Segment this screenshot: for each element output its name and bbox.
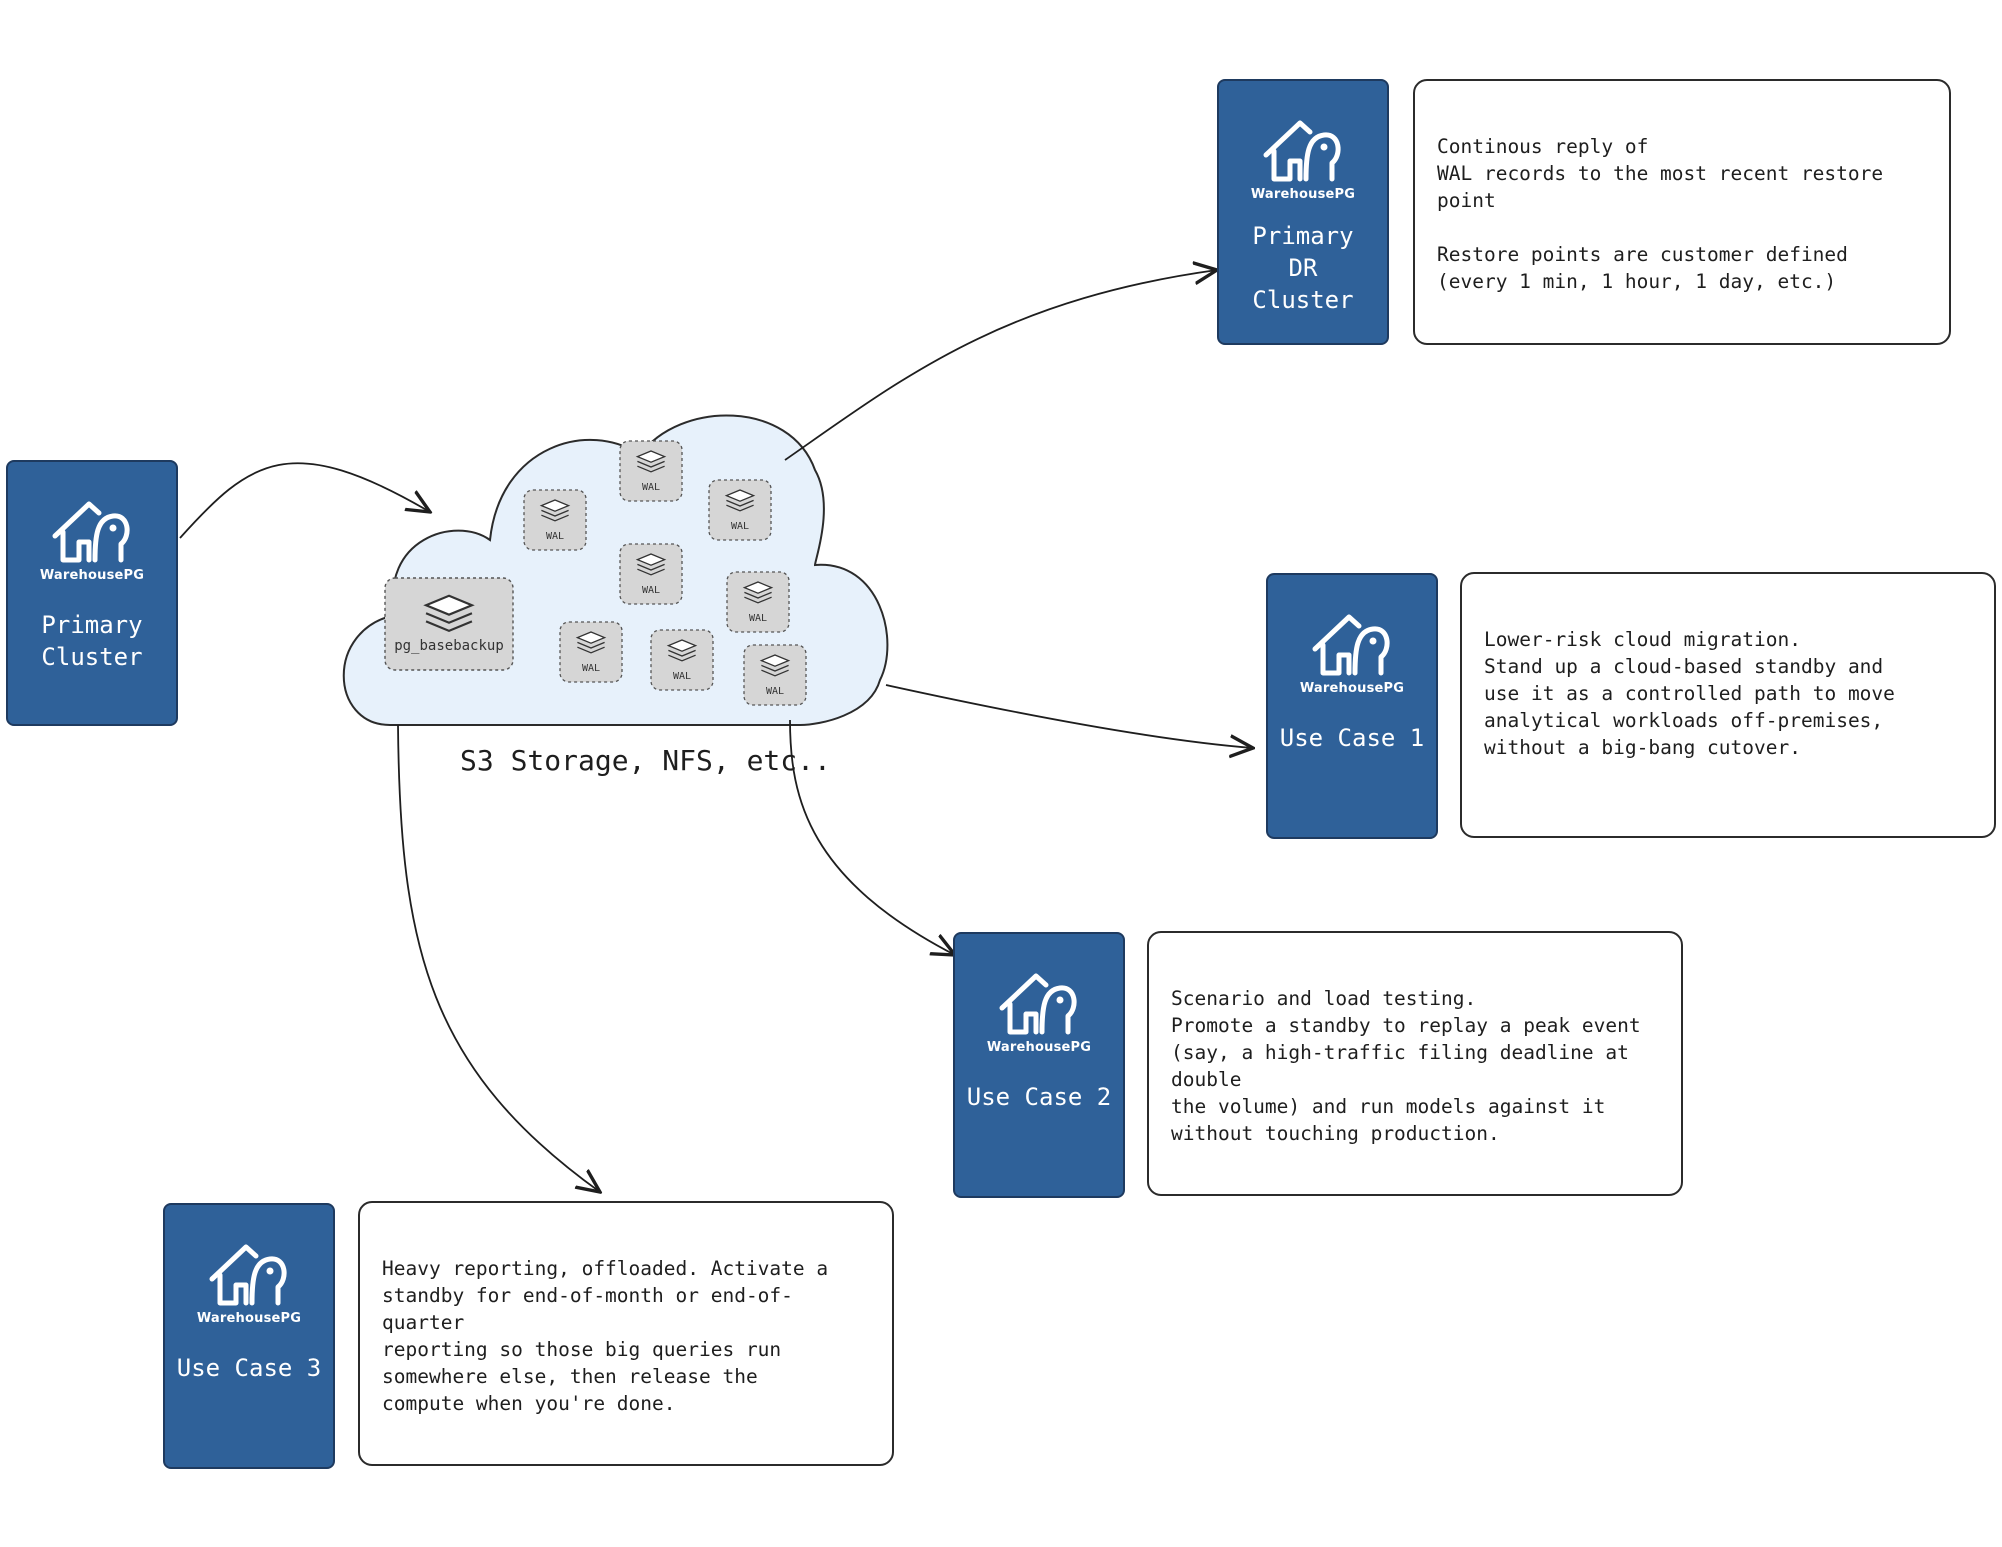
node-label: Primary Cluster: [41, 611, 143, 671]
use-case-2-note: Scenario and load testing. Promote a sta…: [1147, 931, 1683, 1196]
brand-label: WarehousePG: [1250, 187, 1356, 202]
wal-label: WAL: [673, 671, 691, 682]
node-label: Primary DR Cluster: [1252, 222, 1354, 314]
use-case-2-node[interactable]: WarehousePG Use Case 2: [953, 932, 1125, 1198]
wal-chip: WAL: [559, 621, 623, 683]
wal-label: WAL: [582, 663, 600, 674]
elephant-house-icon: [1263, 120, 1341, 182]
elephant-house-icon: [209, 1244, 287, 1306]
wal-chip: WAL: [619, 543, 683, 605]
edge-storage-to-use-case-2: [789, 719, 955, 955]
warehousepg-logo: WarehousePG: [194, 1239, 304, 1326]
dr-note: Continous reply of WAL records to the mo…: [1413, 79, 1951, 345]
primary-cluster-node[interactable]: WarehousePG Primary Cluster: [6, 460, 178, 726]
warehousepg-logo: WarehousePG: [1248, 115, 1358, 202]
dr-cluster-node[interactable]: WarehousePG Primary DR Cluster: [1217, 79, 1389, 345]
wal-chip: WAL: [726, 571, 790, 633]
warehousepg-logo: WarehousePG: [1297, 609, 1407, 696]
basebackup-label: pg_basebackup: [394, 638, 504, 654]
basebackup-chip: pg_basebackup: [384, 577, 514, 671]
wal-label: WAL: [642, 482, 660, 493]
elephant-house-icon: [52, 501, 130, 563]
node-label: Use Case 3: [176, 1354, 322, 1382]
brand-label: WarehousePG: [39, 568, 145, 583]
use-case-3-node[interactable]: WarehousePG Use Case 3: [163, 1203, 335, 1469]
wal-label: WAL: [749, 613, 767, 624]
brand-label: WarehousePG: [196, 1311, 302, 1326]
warehousepg-logo: WarehousePG: [37, 496, 147, 583]
use-case-3-note: Heavy reporting, offloaded. Activate a s…: [358, 1201, 894, 1466]
wal-label: WAL: [766, 686, 784, 697]
wal-label: WAL: [546, 531, 564, 542]
node-label: Use Case 1: [1279, 724, 1425, 752]
wal-chip: WAL: [708, 479, 772, 541]
edge-primary-to-storage: [179, 462, 430, 539]
wal-chip: WAL: [619, 440, 683, 502]
elephant-house-icon: [999, 973, 1077, 1035]
brand-label: WarehousePG: [1299, 681, 1405, 696]
brand-label: WarehousePG: [986, 1040, 1092, 1055]
edge-storage-to-use-case-3: [397, 724, 600, 1192]
wal-label: WAL: [731, 521, 749, 532]
wal-chip: WAL: [743, 644, 807, 706]
node-label: Use Case 2: [966, 1083, 1112, 1111]
wal-chip: WAL: [523, 489, 587, 551]
elephant-house-icon: [1312, 614, 1390, 676]
edge-storage-to-dr: [784, 270, 1217, 461]
use-case-1-node[interactable]: WarehousePG Use Case 1: [1266, 573, 1438, 839]
storage-label: S3 Storage, NFS, etc..: [460, 744, 831, 777]
wal-label: WAL: [642, 585, 660, 596]
edge-storage-to-use-case-1: [885, 684, 1253, 748]
use-case-1-note: Lower-risk cloud migration. Stand up a c…: [1460, 572, 1996, 838]
warehousepg-logo: WarehousePG: [984, 968, 1094, 1055]
wal-chip: WAL: [650, 629, 714, 691]
